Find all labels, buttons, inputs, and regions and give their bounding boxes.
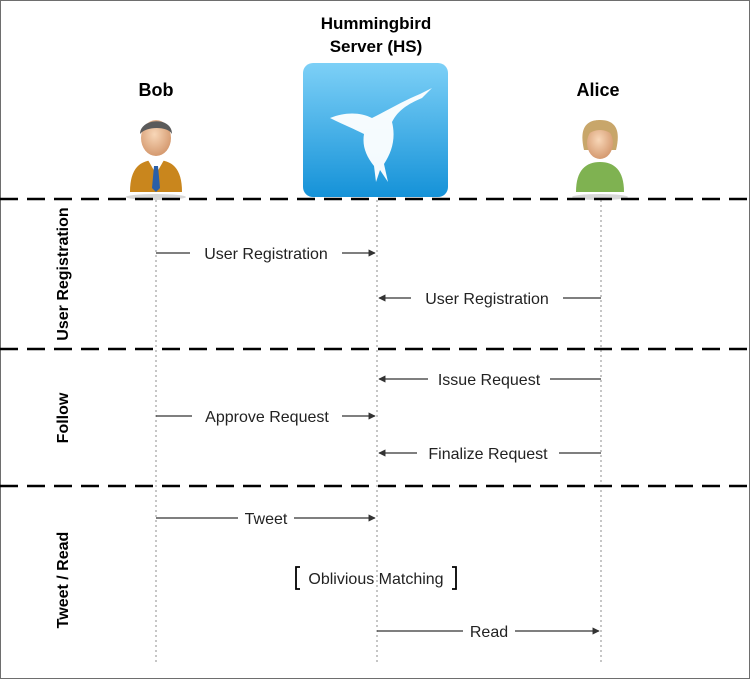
message-bob-user-registration: User Registration [156, 242, 376, 264]
message-label: Finalize Request [428, 446, 548, 463]
phase-label-follow: Follow [55, 392, 72, 443]
message-label: Read [470, 624, 508, 641]
bob-name: Bob [139, 80, 174, 100]
message-label: User Registration [204, 246, 328, 263]
message-alice-issue-request: Issue Request [378, 368, 601, 390]
hummingbird-server-icon [303, 63, 448, 197]
message-label: Approve Request [205, 409, 329, 426]
message-bob-tweet: Tweet [156, 507, 376, 529]
server-title-line1: Hummingbird [321, 14, 432, 33]
message-alice-user-registration: User Registration [378, 287, 601, 309]
message-label: Tweet [245, 511, 288, 528]
message-label: Issue Request [438, 372, 541, 389]
phase-label-user-registration: User Registration [55, 207, 72, 340]
server-title-line2: Server (HS) [330, 37, 423, 56]
note-label: Oblivious Matching [308, 571, 443, 588]
message-bob-approve-request: Approve Request [156, 405, 376, 427]
message-label: User Registration [425, 291, 549, 308]
bob-avatar-icon [126, 120, 186, 200]
phase-label-tweet-read: Tweet / Read [55, 532, 72, 629]
alice-name: Alice [576, 80, 619, 100]
message-alice-finalize-request: Finalize Request [378, 442, 601, 464]
alice-avatar-icon [572, 120, 628, 200]
message-server-read: Read [377, 620, 600, 642]
oblivious-matching-note: Oblivious Matching [295, 566, 457, 590]
